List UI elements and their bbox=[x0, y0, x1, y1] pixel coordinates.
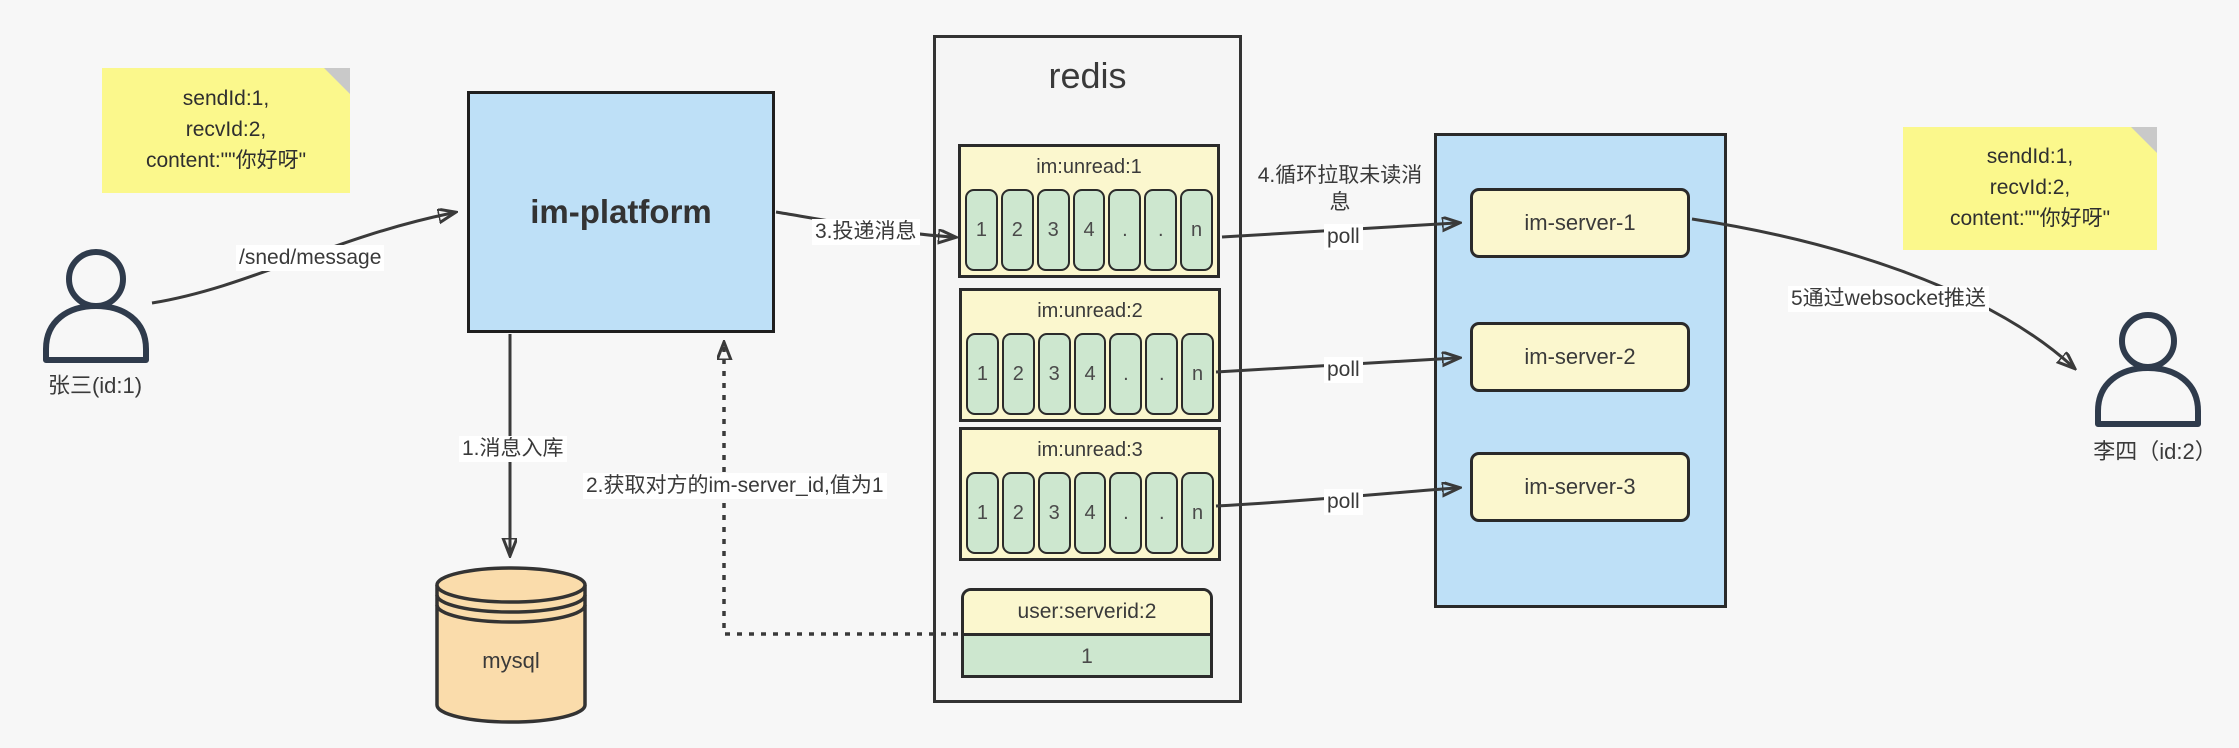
queue-cell: 3 bbox=[1037, 333, 1071, 415]
note-line: recvId:2, bbox=[1989, 176, 2071, 199]
edge-pull-label: 4.循环拉取未读消息 bbox=[1257, 164, 1423, 214]
queue-cell: n bbox=[1181, 333, 1215, 415]
queue-cell: . bbox=[1145, 333, 1179, 415]
note-line: sendId:1, bbox=[182, 87, 270, 110]
note-fold-icon bbox=[2131, 127, 2157, 153]
database-label: mysql bbox=[482, 648, 540, 673]
user-icon bbox=[2095, 312, 2201, 427]
queue-cell: . bbox=[1109, 472, 1143, 554]
queue-im-unread-3: im:unread:3 1 2 3 4 . . n bbox=[959, 427, 1221, 561]
edge-fetch-label: 2.获取对方的im-server_id,值为1 bbox=[583, 473, 887, 499]
queue-cell: 2 bbox=[1001, 333, 1035, 415]
redis-title: redis bbox=[1048, 55, 1127, 96]
queue-cell: n bbox=[1180, 189, 1214, 271]
queue-im-unread-1: im:unread:1 1 2 3 4 . . n bbox=[958, 144, 1220, 278]
queue-cells: 1 2 3 4 . . n bbox=[966, 333, 1215, 415]
im-server-3-node: im-server-3 bbox=[1470, 452, 1690, 522]
queue-header: im:unread:2 bbox=[1037, 300, 1143, 322]
user-icon bbox=[43, 249, 149, 363]
database-icon bbox=[435, 566, 587, 724]
kv-value: 1 bbox=[1081, 645, 1093, 668]
edge-send-label: /sned/message bbox=[236, 245, 385, 271]
queue-cells: 1 2 3 4 . . n bbox=[965, 189, 1214, 271]
im-server-2-node: im-server-2 bbox=[1470, 322, 1690, 392]
note-fold-icon bbox=[324, 68, 350, 94]
queue-cell: . bbox=[1109, 333, 1143, 415]
queue-header: im:unread:3 bbox=[1037, 439, 1143, 461]
queue-cell: 2 bbox=[1001, 472, 1035, 554]
queue-cell: 1 bbox=[965, 189, 998, 271]
queue-cell: . bbox=[1108, 189, 1142, 271]
edge-push-label: 5通过websocket推送 bbox=[1788, 286, 1989, 312]
queue-cell: 3 bbox=[1037, 472, 1071, 554]
im-server-1-node: im-server-1 bbox=[1470, 188, 1690, 258]
queue-cell: 1 bbox=[966, 472, 999, 554]
receiver-label: 李四（id:2） bbox=[2093, 439, 2217, 464]
queue-cell: 4 bbox=[1073, 333, 1107, 415]
queue-cell: . bbox=[1144, 189, 1178, 271]
queue-cell: 1 bbox=[966, 333, 999, 415]
queue-cells: 1 2 3 4 . . n bbox=[966, 472, 1215, 554]
queue-header: im:unread:1 bbox=[1036, 156, 1142, 178]
edge-poll-3-label: poll bbox=[1324, 489, 1363, 515]
edge-store-label: 1.消息入库 bbox=[459, 436, 567, 462]
queue-cell: n bbox=[1181, 472, 1215, 554]
kv-header: user:serverid:2 bbox=[964, 591, 1210, 636]
sticky-note-receiver: sendId:1, recvId:2, content:""你好呀" bbox=[1903, 127, 2157, 250]
edge-poll-1-label: poll bbox=[1324, 224, 1363, 250]
edge-deliver-label: 3.投递消息 bbox=[812, 219, 920, 245]
queue-cell: 2 bbox=[1000, 189, 1034, 271]
note-line: content:""你好呀" bbox=[1949, 207, 2111, 230]
note-line: content:""你好呀" bbox=[145, 149, 307, 172]
edge-poll-2-label: poll bbox=[1324, 357, 1363, 383]
im-platform-node: im-platform bbox=[467, 91, 775, 333]
note-line: sendId:1, bbox=[1986, 145, 2074, 168]
queue-cell: 3 bbox=[1036, 189, 1070, 271]
kv-user-serverid: user:serverid:2 1 bbox=[961, 588, 1213, 678]
note-line: recvId:2, bbox=[185, 118, 267, 141]
sender-label: 张三(id:1) bbox=[47, 373, 143, 398]
queue-im-unread-2: im:unread:2 1 2 3 4 . . n bbox=[959, 288, 1221, 422]
queue-cell: . bbox=[1145, 472, 1179, 554]
queue-cell: 4 bbox=[1073, 472, 1107, 554]
queue-cell: 4 bbox=[1072, 189, 1106, 271]
sticky-note-sender: sendId:1, recvId:2, content:""你好呀" bbox=[102, 68, 350, 193]
